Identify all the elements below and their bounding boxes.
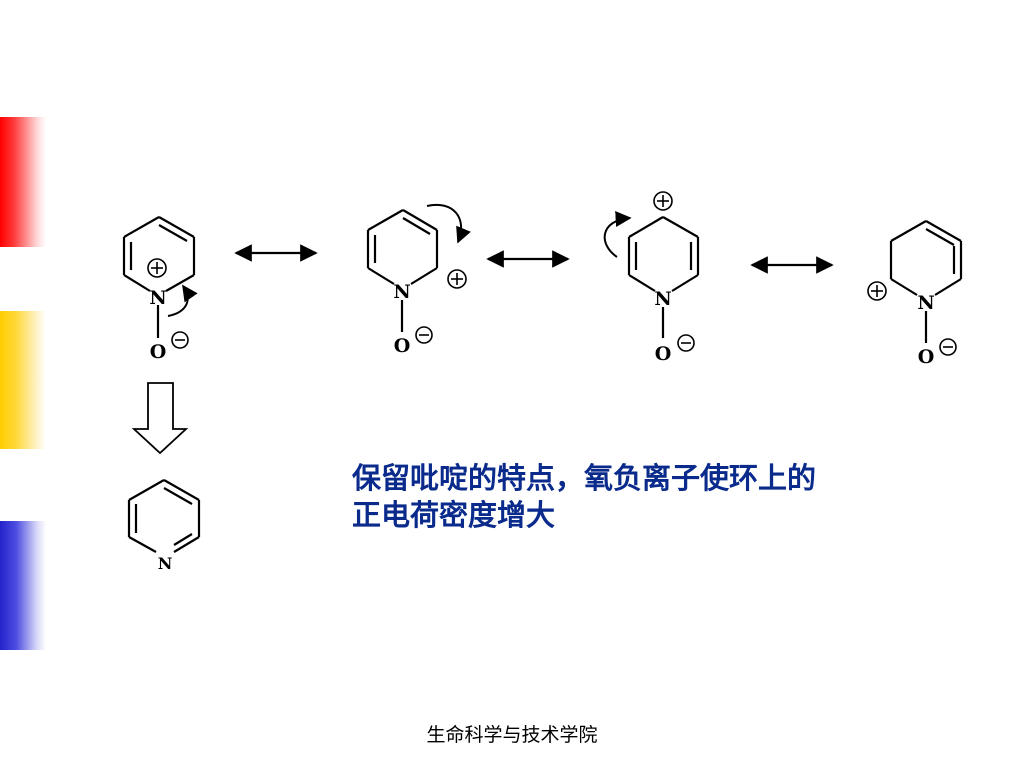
structure-1-nitrogen-label: N — [149, 287, 166, 309]
structure-4-oxygen-label: O — [918, 346, 935, 368]
structure-2-nitrogen-label: N — [393, 281, 410, 303]
structure-3-charges — [653, 191, 695, 352]
accent-bar-blue — [0, 521, 46, 650]
structure-1-pyridine-n-oxide — [122, 216, 196, 338]
accent-bar-red — [0, 117, 46, 247]
structure-3-oxygen-label: O — [655, 343, 672, 365]
structure-1-oxygen-label: O — [150, 341, 167, 363]
structure-3-nitrogen-label: N — [654, 288, 671, 310]
structure-4-ortho-cation — [889, 220, 963, 343]
explanation-text: 保留吡啶的特点，氧负离子使环上的正电荷密度增大 — [352, 461, 817, 532]
structure-2-charges — [415, 269, 467, 344]
electron-push-arrow-3 — [603, 210, 632, 258]
product-pyridine — [127, 479, 201, 553]
structure-2-ortho-cation — [366, 209, 439, 332]
electron-push-arrow-2 — [426, 203, 471, 244]
structure-2-oxygen-label: O — [394, 335, 411, 357]
electron-push-arrow-1 — [167, 284, 198, 317]
structure-3-para-cation — [627, 216, 700, 338]
pyridine-nitrogen-label: N — [158, 554, 173, 573]
reduction-arrow — [131, 382, 189, 455]
structure-4-nitrogen-label: N — [917, 292, 934, 314]
footer-institution: 生命科学与技术学院 — [426, 724, 598, 746]
accent-bar-yellow — [0, 311, 46, 449]
structure-4-charges — [867, 281, 957, 356]
structure-1-charges — [147, 258, 189, 349]
